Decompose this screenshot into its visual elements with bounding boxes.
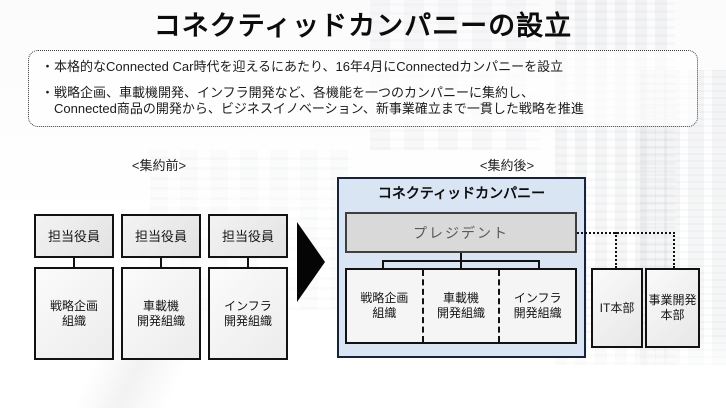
org-cell-label: インフラ開発組織 — [513, 291, 562, 320]
org-box-label: 車載機開発組織 — [136, 298, 185, 328]
org-box-infra: インフラ開発組織 — [208, 267, 288, 360]
dotted-connector-horizontal — [577, 232, 675, 234]
summary-box: ・本格的なConnected Car時代を迎えるにあたり、16年4月にConne… — [28, 50, 698, 127]
connected-company-title: コネクティッドカンパニー — [377, 185, 546, 201]
bizdev-hq-box: 事業開発本部 — [645, 268, 700, 348]
dotted-connector-bizdev — [673, 232, 675, 268]
right-arrow-icon — [297, 222, 325, 302]
it-hq-label: IT本部 — [599, 300, 635, 315]
connector-line — [538, 260, 540, 269]
org-cell-infra: インフラ開発組織 — [500, 270, 575, 342]
connector-line — [247, 256, 249, 268]
connector-line — [382, 260, 384, 269]
connector-line — [73, 256, 75, 268]
summary-bullet-2: ・戦略企画、車載機開発、インフラ開発など、各機能を一つのカンパニーに集約し、 — [41, 85, 534, 100]
connector-line — [382, 260, 540, 262]
org-cell-label: 車載機開発組織 — [437, 291, 486, 320]
exec-box-infra: 担当役員 — [208, 214, 288, 258]
before-consolidation-label: <集約前> — [131, 158, 187, 173]
consolidated-org-row: 戦略企画組織 車載機開発組織 インフラ開発組織 — [345, 268, 577, 344]
summary-bullet-2-continued: Connected商品の開発から、ビジネスイノベーション、新事業確立まで一貫した… — [54, 101, 584, 116]
dotted-connector-it — [615, 232, 617, 268]
org-cell-strategy: 戦略企画組織 — [347, 270, 422, 342]
president-box: プレジデント — [345, 212, 577, 253]
bizdev-hq-label: 事業開発本部 — [648, 293, 697, 322]
after-consolidation-label: <集約後> — [479, 158, 535, 173]
slide-title: コネクティッドカンパニーの設立 — [153, 11, 573, 41]
org-cell-invehicle: 車載機開発組織 — [421, 270, 501, 342]
org-box-strategy: 戦略企画組織 — [34, 267, 114, 360]
org-box-label: インフラ開発組織 — [223, 298, 272, 328]
connector-line — [160, 256, 162, 268]
summary-bullet-1: ・本格的なConnected Car時代を迎えるにあたり、16年4月にConne… — [41, 59, 564, 74]
exec-box-invehicle: 担当役員 — [121, 214, 201, 258]
exec-box-strategy: 担当役員 — [34, 214, 114, 258]
org-box-label: 戦略企画組織 — [49, 298, 98, 328]
org-box-invehicle: 車載機開発組織 — [121, 267, 201, 360]
it-hq-box: IT本部 — [591, 268, 643, 348]
org-cell-label: 戦略企画組織 — [360, 291, 409, 320]
